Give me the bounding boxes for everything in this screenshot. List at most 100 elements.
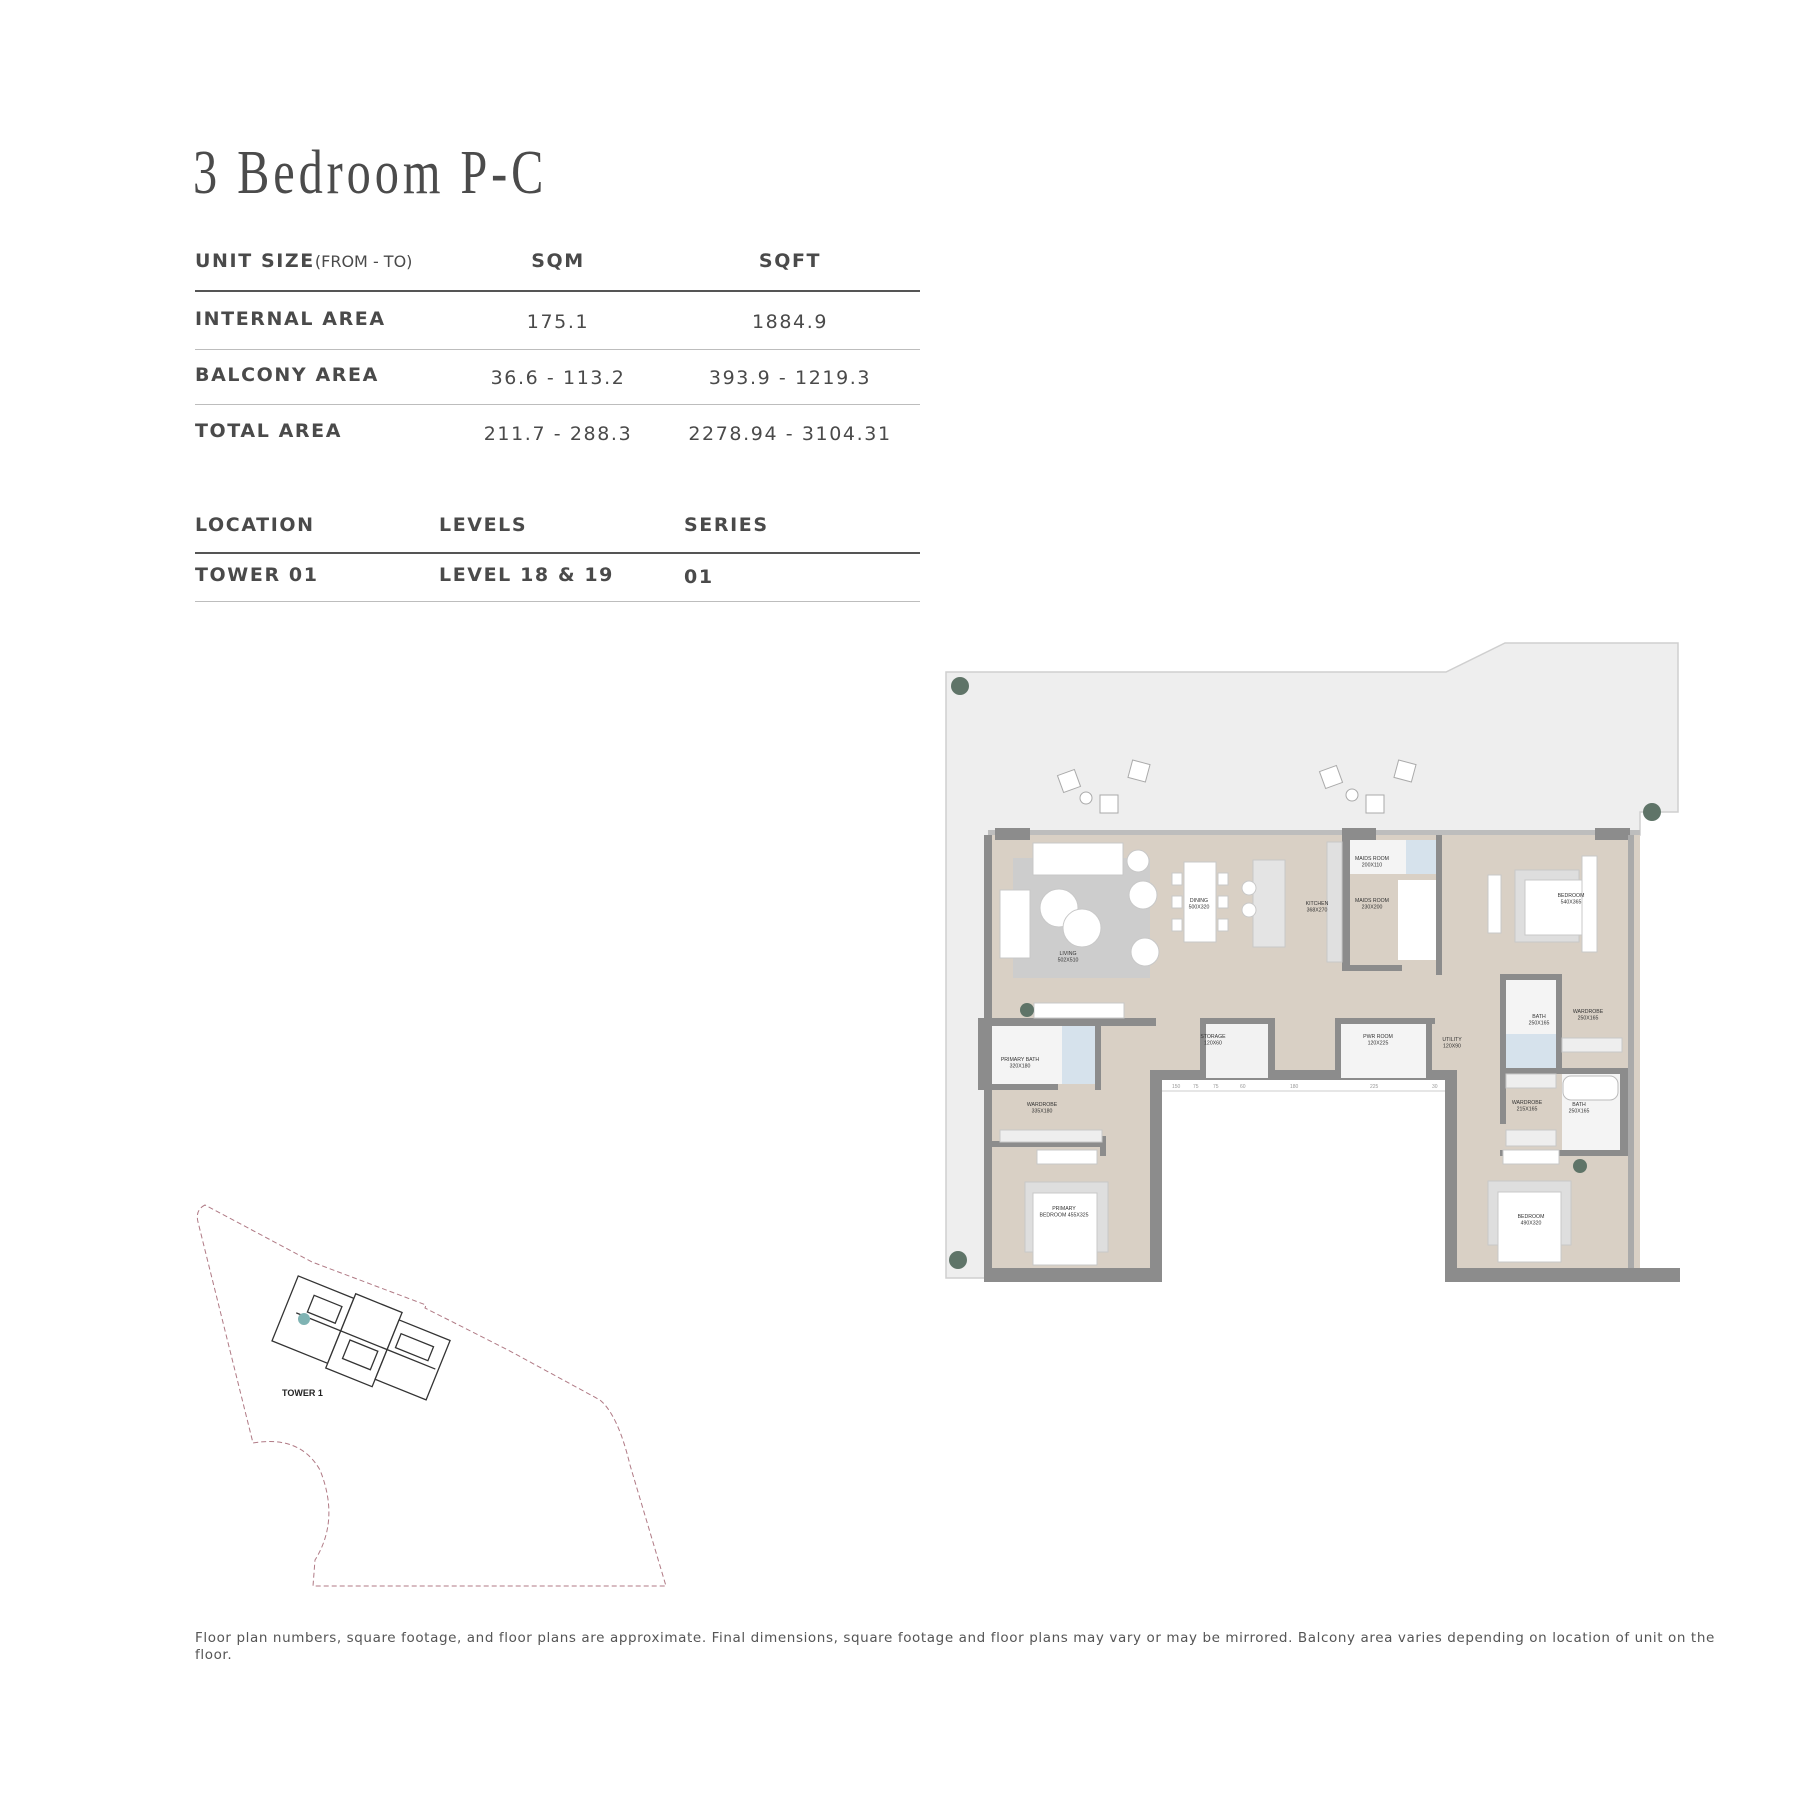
room-name: PRIMARY <box>1052 1206 1076 1212</box>
courtyard <box>1160 1080 1455 1282</box>
row-label: BALCONY AREA <box>195 364 379 386</box>
table-row: TOTAL AREA 211.7 - 288.3 2278.94 - 3104.… <box>195 420 920 460</box>
unit-size-label: UNIT SIZE <box>195 250 315 272</box>
dimension-label: 150 <box>1172 1084 1181 1090</box>
sofa <box>999 889 1031 959</box>
room-name: PRIMARY BATH <box>1001 1057 1040 1063</box>
series-value: 01 <box>684 566 714 588</box>
room-name: MAIDS ROOM <box>1355 856 1389 862</box>
sqft-value: 2278.94 - 3104.31 <box>688 423 892 445</box>
dimension-labels: 150 75 75 60 180 225 30 <box>1172 1084 1438 1090</box>
room-size: 490X320 <box>1521 1221 1542 1227</box>
unit-size-header: UNIT SIZE(FROM - TO) SQM SQFT <box>195 250 920 290</box>
room-size: 250X165 <box>1578 1016 1599 1022</box>
row-label: TOTAL AREA <box>195 420 343 442</box>
room-size: 250X165 <box>1569 1109 1590 1115</box>
room-size: 250X165 <box>1529 1021 1550 1027</box>
table-row: TOWER 01 LEVEL 18 & 19 01 <box>195 564 920 604</box>
dimension-label: 30 <box>1432 1084 1438 1090</box>
location-value: TOWER 01 <box>195 564 319 586</box>
room-size: 200X110 <box>1362 863 1382 869</box>
room-name: WARDROBE <box>1512 1100 1543 1106</box>
room-name: WARDROBE <box>1027 1102 1058 1108</box>
room-size: 120X60 <box>1204 1041 1222 1047</box>
divider <box>195 349 920 350</box>
location-header-label: LOCATION <box>195 514 315 536</box>
room-labels: LIVING502X510DINING500X320KITCHEN368X270… <box>1001 856 1604 1227</box>
dining-table <box>1183 861 1217 943</box>
balcony-furniture <box>1056 759 1417 814</box>
dimension-label: 75 <box>1193 1084 1199 1090</box>
room-name: MAIDS ROOM <box>1355 898 1389 904</box>
room-size: 215X165 <box>1517 1107 1538 1113</box>
wardrobe <box>1505 1129 1557 1147</box>
primary-bed <box>1032 1192 1098 1266</box>
room-name: UTILITY <box>1442 1037 1462 1043</box>
room-name: STORAGE <box>1200 1034 1226 1040</box>
divider <box>195 552 920 554</box>
storage-floor <box>1206 1024 1268 1078</box>
room-size: 335X180 <box>1032 1109 1053 1115</box>
coffee-table <box>1062 908 1102 948</box>
bed <box>1524 879 1586 936</box>
table-row: BALCONY AREA 36.6 - 113.2 393.9 - 1219.3 <box>195 364 920 404</box>
sqm-header: SQM <box>531 250 585 272</box>
dimension-label: 225 <box>1370 1084 1379 1090</box>
divider <box>195 290 920 292</box>
room-size: 320X180 <box>1010 1064 1031 1070</box>
room-size: 540X365 <box>1561 900 1582 906</box>
sqm-value: 36.6 - 113.2 <box>490 367 626 389</box>
bed <box>1497 1191 1562 1263</box>
sofa <box>1032 842 1124 876</box>
room-size: 120X225 <box>1368 1041 1389 1047</box>
sqft-header: SQFT <box>758 250 822 272</box>
walls <box>978 828 1680 1282</box>
location-header: LOCATION LEVELS SERIES <box>195 514 920 554</box>
room-size: BEDROOM 455X325 <box>1039 1213 1088 1219</box>
page-title: 3 Bedroom P-C <box>193 139 548 207</box>
divider <box>195 404 920 405</box>
kitchen-counter <box>1326 841 1343 963</box>
side-table <box>1126 849 1150 873</box>
sqm-value: 175.1 <box>526 311 590 333</box>
wardrobe <box>999 1129 1103 1143</box>
divider <box>195 601 920 602</box>
shower <box>1406 840 1436 874</box>
maids-bed <box>1398 880 1436 960</box>
room-name: BATH <box>1532 1014 1546 1020</box>
dimension-label: 75 <box>1213 1084 1219 1090</box>
kitchen-island <box>1252 859 1286 948</box>
desk <box>1036 1149 1098 1165</box>
levels-value: LEVEL 18 & 19 <box>439 564 614 586</box>
console <box>1033 1002 1125 1019</box>
powder-room-floor <box>1341 1024 1426 1078</box>
bench <box>1487 874 1502 934</box>
balcony <box>945 642 1679 1279</box>
unit-size-suffix: (FROM - TO) <box>314 252 413 271</box>
room-size: 502X510 <box>1058 958 1079 964</box>
room-name: BATH <box>1572 1102 1586 1108</box>
wardrobe <box>1561 1037 1623 1053</box>
room-name: BEDROOM <box>1518 1214 1545 1220</box>
room-size: 368X270 <box>1307 908 1328 914</box>
room-name: PWR ROOM <box>1363 1034 1393 1040</box>
dresser <box>1502 1149 1560 1165</box>
room-size: 230X200 <box>1362 905 1383 911</box>
sqft-value: 393.9 - 1219.3 <box>708 367 872 389</box>
bathtub <box>1562 1075 1619 1101</box>
wardrobe <box>1505 1073 1557 1089</box>
plant-icon <box>949 677 1661 1269</box>
room-size: 120X90 <box>1443 1044 1461 1050</box>
nightstands <box>1581 855 1598 953</box>
disclaimer: Floor plan numbers, square footage, and … <box>195 1630 1715 1663</box>
room-name: LIVING <box>1059 951 1076 957</box>
shower <box>1062 1026 1095 1084</box>
levels-header-label: LEVELS <box>439 514 528 536</box>
dimension-label: 180 <box>1290 1084 1299 1090</box>
dimension-label: 60 <box>1240 1084 1246 1090</box>
sqft-value: 1884.9 <box>751 311 829 333</box>
armchair <box>1130 937 1160 967</box>
room-name: DINING <box>1190 898 1208 904</box>
room-size: 500X320 <box>1189 905 1210 911</box>
